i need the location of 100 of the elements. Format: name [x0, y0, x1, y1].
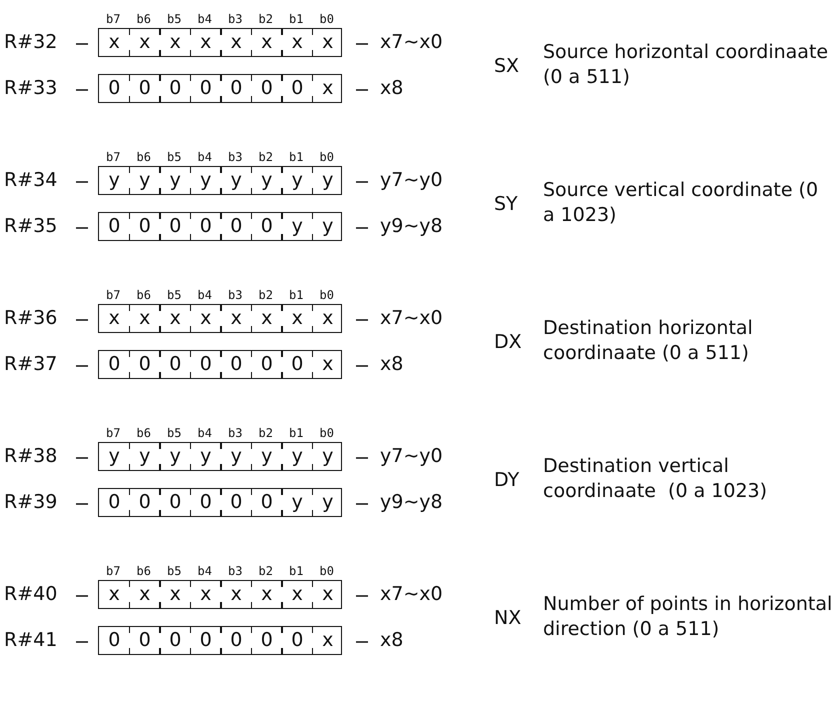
bit-value: 0: [260, 76, 274, 101]
bit-number: b2: [258, 12, 274, 26]
bit-value: 0: [107, 352, 122, 377]
bit-number: b4: [196, 426, 213, 440]
bit-value: 0: [168, 214, 182, 239]
bit-value: 0: [138, 352, 152, 377]
bit-value: 0: [290, 352, 304, 377]
bit-value: x: [290, 306, 304, 331]
bit-number: b5: [166, 564, 182, 578]
bit-value: x: [138, 582, 152, 607]
bit-number: b4: [196, 564, 213, 578]
register-box: [98, 166, 342, 195]
bit-number: b1: [288, 426, 304, 440]
bit-value: y: [290, 168, 304, 193]
bit-number: b2: [258, 426, 274, 440]
register-box: [98, 350, 342, 379]
register-name: R#33: [4, 76, 58, 100]
bit-number: b7: [105, 12, 122, 26]
bit-value: x: [260, 306, 274, 331]
bit-number: b6: [136, 426, 152, 440]
register-name: R#34: [4, 168, 58, 192]
register-name: R#40: [4, 582, 58, 606]
field-abbreviation: NX: [494, 606, 522, 630]
bit-range-label: y9~y8: [380, 214, 443, 238]
bit-value: 0: [107, 76, 122, 101]
bit-value: x: [321, 582, 334, 607]
bit-number: b1: [288, 564, 304, 578]
bit-number: b0: [318, 288, 335, 302]
bit-value: x: [260, 582, 274, 607]
bit-value: y: [230, 444, 243, 469]
bit-value: x: [138, 306, 152, 331]
bit-value: y: [321, 444, 334, 469]
bit-value: y: [321, 490, 334, 515]
bit-value: 0: [229, 352, 244, 377]
register-name: R#41: [4, 628, 58, 652]
bit-number: b7: [105, 288, 122, 302]
bit-value: x: [321, 30, 334, 55]
bit-number: b5: [166, 150, 182, 164]
bit-value: x: [108, 30, 121, 55]
field-description: Destination vertical coordinaate (0 a 1023): [543, 454, 768, 504]
bit-value: 0: [198, 214, 213, 239]
bit-value: y: [199, 444, 212, 469]
bit-range-label: x7~x0: [380, 306, 443, 330]
bit-value: 0: [260, 214, 274, 239]
field-description: Destination horizontal coordinaate (0 a 511): [543, 316, 754, 366]
bit-number: b3: [227, 426, 244, 440]
bit-number: b5: [166, 288, 182, 302]
bit-number: b4: [196, 12, 213, 26]
bit-number: b0: [318, 564, 335, 578]
bit-number: b6: [136, 12, 152, 26]
bit-value: y: [290, 214, 304, 239]
bit-value: x: [138, 30, 152, 55]
bit-value: x: [199, 582, 212, 607]
register-name: R#39: [4, 490, 58, 514]
bit-value: x: [321, 76, 334, 101]
bit-number: b3: [227, 288, 244, 302]
register-name: R#36: [4, 306, 58, 330]
field-description: Source horizontal coordinaate (0 a 511): [543, 40, 830, 90]
bit-value: y: [260, 444, 274, 469]
bit-value: 0: [138, 76, 152, 101]
field-abbreviation: SY: [494, 192, 518, 216]
bit-value: y: [108, 444, 121, 469]
bit-value: y: [290, 490, 304, 515]
bit-value: 0: [290, 76, 304, 101]
bit-value: x: [168, 306, 182, 331]
bit-value: y: [138, 444, 152, 469]
bit-number: b3: [227, 564, 244, 578]
bit-value: y: [260, 168, 274, 193]
bit-number: b7: [105, 150, 122, 164]
bit-number: b3: [227, 150, 244, 164]
bit-value: 0: [290, 628, 304, 653]
bit-range-label: x8: [380, 76, 404, 100]
register-box: [98, 442, 342, 471]
bit-number: b0: [318, 426, 335, 440]
bit-number: b0: [318, 150, 335, 164]
bit-number: b2: [258, 564, 274, 578]
register-box: [98, 212, 342, 241]
register-name: R#35: [4, 214, 58, 238]
bit-value: y: [230, 168, 243, 193]
bit-range-label: y9~y8: [380, 490, 443, 514]
bit-value: 0: [198, 76, 213, 101]
bit-value: 0: [168, 628, 182, 653]
bit-value: x: [108, 306, 121, 331]
bit-value: x: [290, 582, 304, 607]
bit-number: b0: [318, 12, 335, 26]
bit-value: 0: [198, 490, 213, 515]
bit-value: x: [168, 30, 182, 55]
bit-value: 0: [229, 214, 244, 239]
bit-value: 0: [138, 490, 152, 515]
register-box: [98, 580, 342, 609]
bit-value: x: [321, 352, 334, 377]
bit-value: x: [321, 628, 334, 653]
bit-number: b1: [288, 288, 304, 302]
bit-value: y: [168, 168, 182, 193]
bit-value: 0: [260, 490, 274, 515]
register-name: R#37: [4, 352, 58, 376]
register-box: [98, 28, 342, 57]
bit-value: x: [230, 30, 243, 55]
field-description: Source vertical coordinate (0 a 1023): [543, 178, 820, 228]
bit-value: y: [199, 168, 212, 193]
